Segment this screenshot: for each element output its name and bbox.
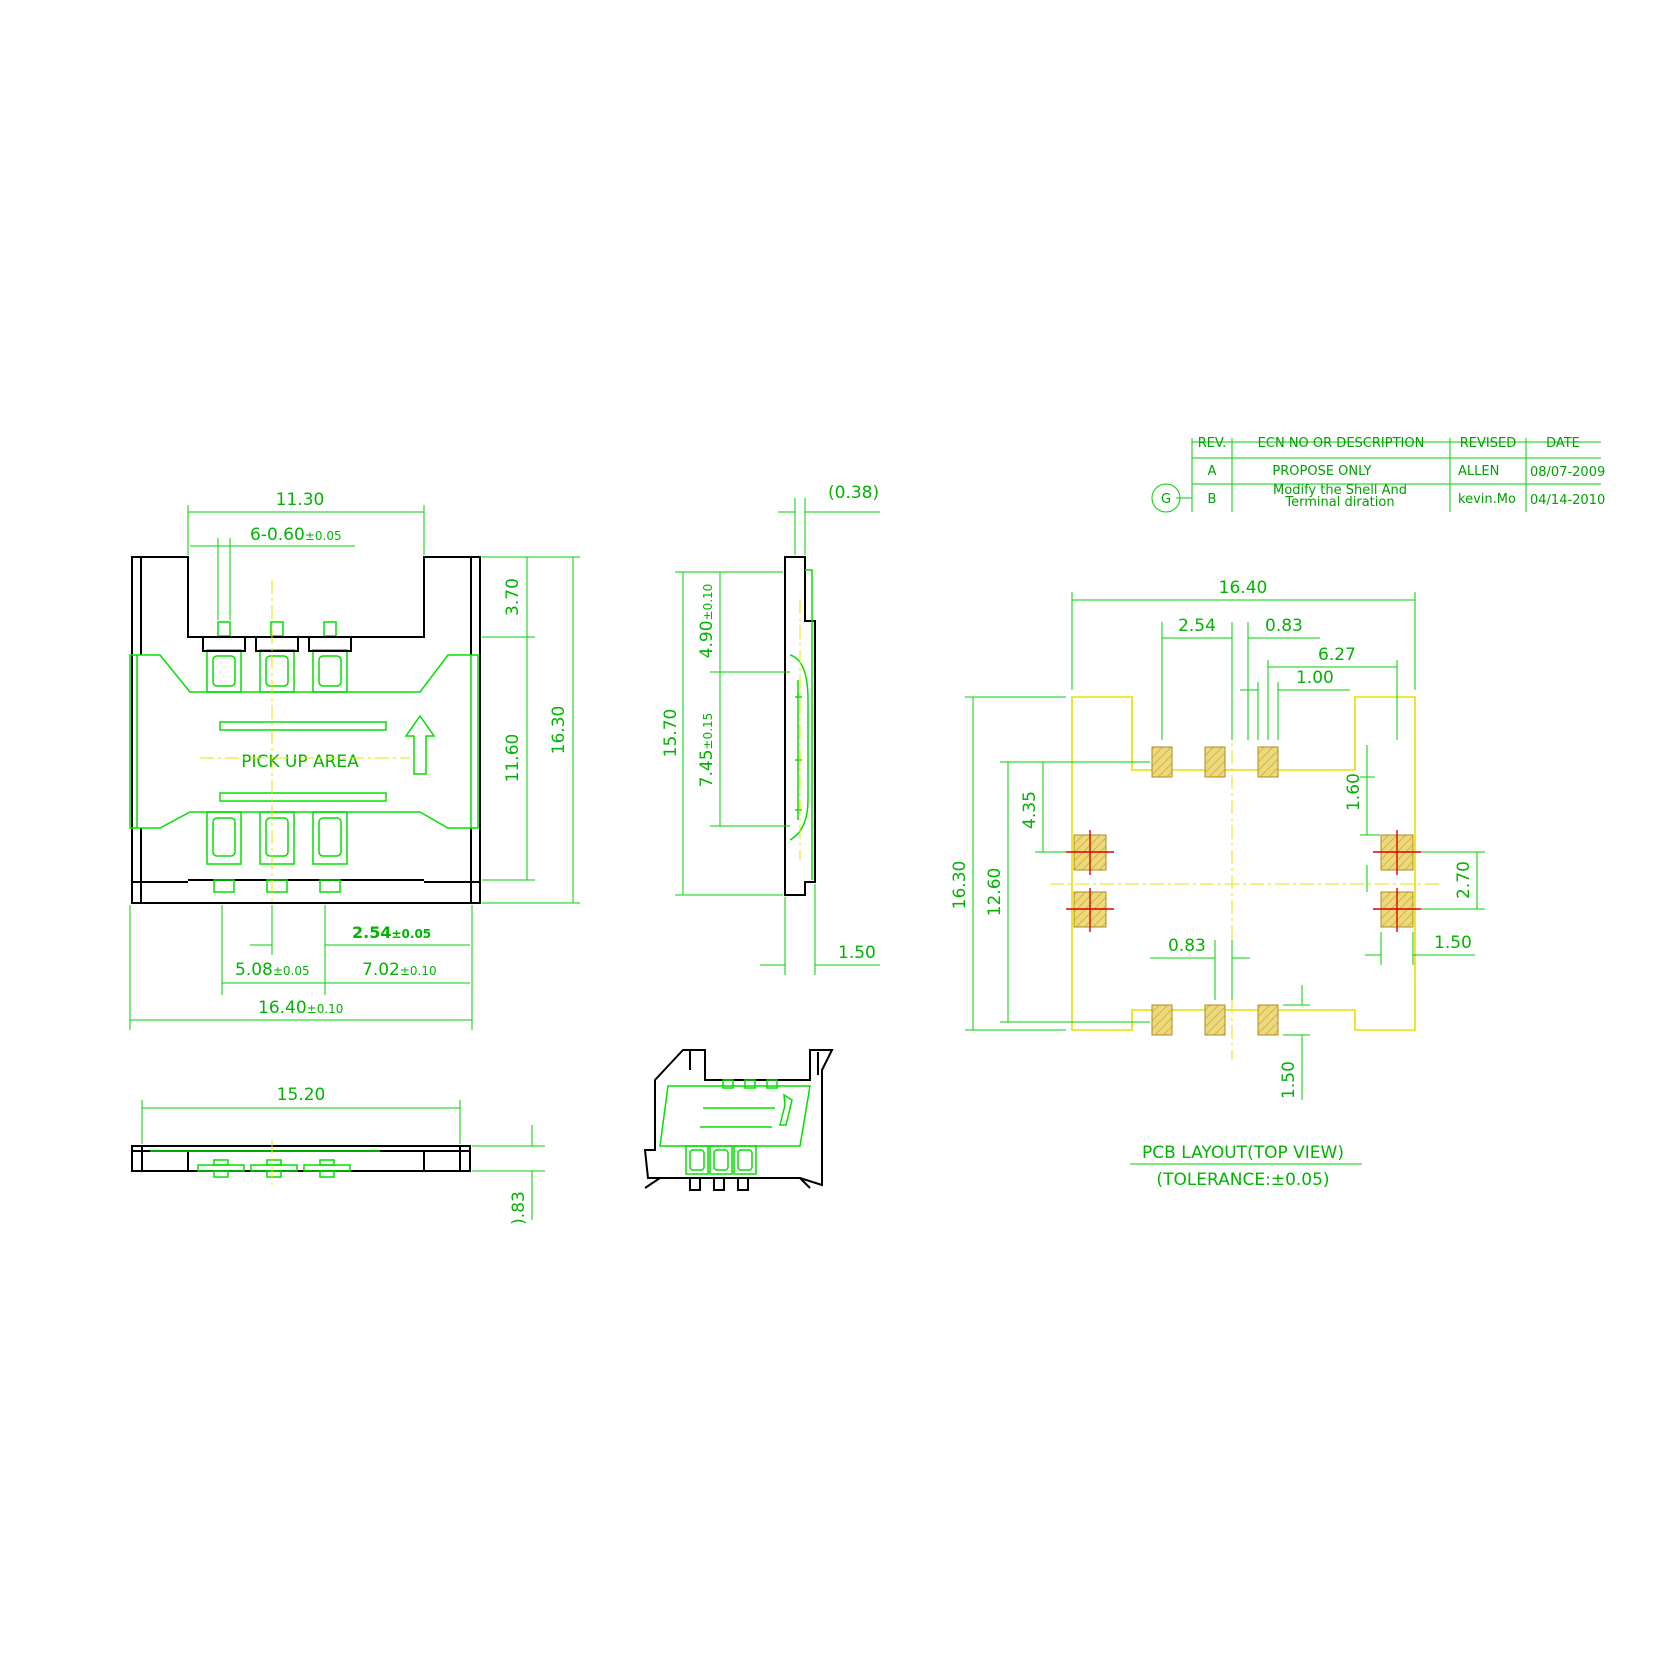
insert-direction-arrow-icon (404, 714, 436, 775)
top-view: PICK UP AREA (129, 556, 481, 905)
dim-front-length: 15.20 (277, 1085, 326, 1105)
row-a-description: PROPOSE ONLY (1272, 464, 1371, 479)
pad-top-3 (1257, 746, 1279, 778)
dim-front-height: ).83 (509, 1191, 529, 1225)
dim-pin-width: 6-0.60±0.05 (250, 525, 342, 545)
pcb-dim-pad-length: 1.60 (1344, 773, 1364, 811)
pcb-dim-span: 6.27 (1318, 645, 1356, 665)
header-date: DATE (1546, 436, 1580, 451)
dim-upper: 4.90±0.10 (697, 584, 717, 659)
dim-lower: 7.45±0.15 (697, 713, 717, 788)
pcb-layout-title: PCB LAYOUT(TOP VIEW) (1142, 1143, 1344, 1163)
dim-length: 15.70 (661, 709, 681, 758)
pad-markers (1066, 830, 1421, 932)
row-b-rev: B (1208, 492, 1217, 507)
pcb-dim-side-pitch: 2.70 (1454, 861, 1474, 899)
pcb-dim-inner-height: 12.60 (985, 868, 1005, 917)
pad-top-1 (1151, 746, 1173, 778)
dim-height-mid: 11.60 (503, 734, 523, 783)
lower-terminals (206, 811, 348, 893)
row-a-date: 08/07-2009 (1530, 465, 1605, 480)
pad-bottom-1 (1151, 1004, 1173, 1036)
pcb-dimensions: 16.40 2.54 0.83 6.27 1.00 16.30 12.60 4.… (950, 578, 1485, 1190)
pcb-dim-pad-width: 1.00 (1296, 668, 1334, 688)
dim-span: 5.08±0.05 (235, 960, 310, 980)
pcb-dim-width: 16.40 (1219, 578, 1268, 598)
header-rev: REV. (1198, 436, 1227, 451)
front-view (131, 1140, 471, 1185)
isometric-view (643, 1049, 834, 1191)
pcb-dim-bottom-gap: 0.83 (1168, 936, 1206, 956)
pad-bottom-2 (1204, 1004, 1226, 1036)
dim-offset: 7.02±0.10 (362, 960, 437, 980)
header-description: ECN NO OR DESCRIPTION (1258, 436, 1425, 451)
pcb-dim-pitch: 2.54 (1178, 616, 1216, 636)
row-b-date: 04/14-2010 (1530, 493, 1605, 508)
pick-up-area-label: PICK UP AREA (241, 752, 359, 772)
pcb-layout (1050, 650, 1440, 1060)
pcb-dim-side-pad: 1.50 (1434, 933, 1472, 953)
pcb-dim-height: 16.30 (950, 861, 970, 910)
pcb-dim-bottom-pad: 1.50 (1279, 1061, 1299, 1099)
dim-pitch: 2.54±0.05 (352, 923, 431, 942)
row-b-revised: kevin.Mo (1458, 492, 1516, 507)
row-a-revised: ALLEN (1458, 464, 1499, 479)
pad-top-2 (1204, 746, 1226, 778)
row-a-rev: A (1208, 464, 1217, 479)
upper-terminals (202, 621, 352, 693)
dim-height-total: 16.30 (549, 706, 569, 755)
row-b-description-2: Terminal diration (1284, 495, 1394, 510)
pcb-dim-offset: 4.35 (1020, 791, 1040, 829)
side-view (784, 556, 816, 896)
dim-height-top: 3.70 (503, 578, 523, 616)
header-revised: REVISED (1460, 436, 1516, 451)
pcb-tolerance: (TOLERANCE:±0.05) (1156, 1170, 1329, 1190)
dim-thickness: (0.38) (828, 483, 879, 503)
row-b-description-1: Modify the Shell And (1273, 483, 1407, 498)
revision-marker (1151, 483, 1181, 513)
pad-bottom-3 (1257, 1004, 1279, 1036)
iso-arrow-icon (779, 1093, 793, 1126)
side-view-dimensions: (0.38) 4.90±0.10 7.45±0.15 15.70 1.50 (661, 483, 880, 975)
top-view-dimensions: 11.30 6-0.60±0.05 3.70 11.60 16.30 2.54±… (129, 490, 580, 1030)
dim-width-total: 16.40±0.10 (258, 998, 343, 1018)
revision-marker-label: G (1161, 492, 1171, 507)
revision-table: G REV. ECN NO OR DESCRIPTION REVISED DAT… (1151, 436, 1605, 513)
pcb-dim-gap: 0.83 (1265, 616, 1303, 636)
dim-width-top: 11.30 (276, 490, 325, 510)
dim-height: 1.50 (838, 943, 876, 963)
front-view-dimensions: 15.20 ).83 (141, 1085, 545, 1225)
pcb-outline (1071, 696, 1416, 1031)
